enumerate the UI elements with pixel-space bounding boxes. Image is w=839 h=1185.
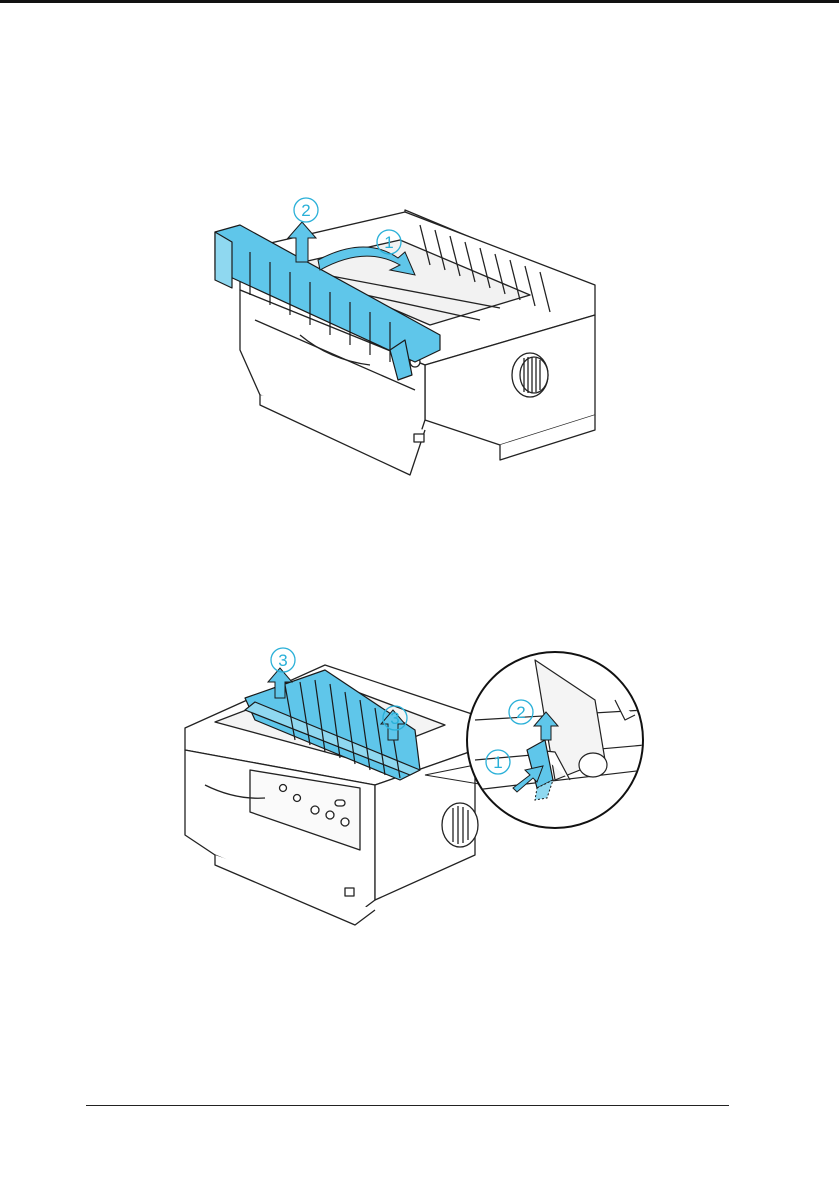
svg-text:2: 2 — [516, 703, 525, 722]
callout-2: 2 — [294, 198, 318, 222]
footer-rule — [86, 1105, 729, 1106]
figure-printer-remove-cover: 1 2 — [200, 190, 620, 480]
svg-text:1: 1 — [384, 233, 393, 252]
svg-text:3: 3 — [390, 709, 399, 728]
svg-text:1: 1 — [493, 753, 502, 772]
callout-3a: 3 — [271, 648, 295, 672]
svg-text:3: 3 — [278, 651, 287, 670]
figure-printer-remove-tractor: 3 3 1 2 — [175, 640, 655, 930]
svg-text:2: 2 — [301, 201, 310, 220]
top-rule — [0, 0, 839, 3]
detail-inset — [467, 652, 645, 828]
